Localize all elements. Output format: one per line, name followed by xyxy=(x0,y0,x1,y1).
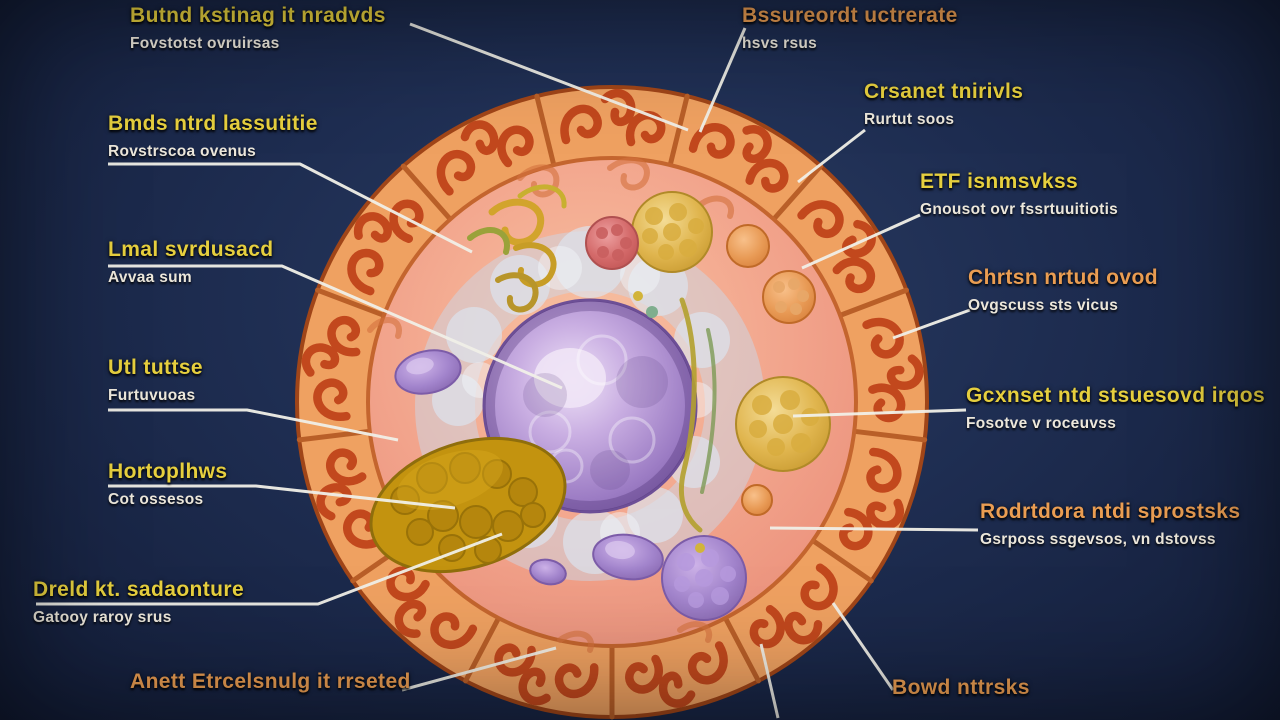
label-l2: Bmds ntrd lassutitie Rovstrscoa ovenus xyxy=(108,112,318,161)
label-subtitle: Rovstrscoa ovenus xyxy=(108,143,257,161)
nucleolus-highlight xyxy=(534,348,606,408)
label-l1: Butnd kstinag it nradvds Fovstotst ovrui… xyxy=(130,4,386,53)
label-title: Gcxnset ntd stsuesovd irqos xyxy=(966,384,1266,407)
label-subtitle: Ovgscuss sts vicus xyxy=(968,297,1119,315)
label-l4: Utl tuttse Furtuvuoas xyxy=(108,356,203,405)
label-subtitle: Avvaa sum xyxy=(108,269,192,287)
label-title: Utl tuttse xyxy=(108,356,203,379)
organelle-gold-sphere-right xyxy=(735,376,831,472)
label-title: Anett Etrcelsnulg it rrseted xyxy=(130,670,411,693)
label-r1: Bssureordt uctrerate hsvs rsus xyxy=(742,4,958,53)
label-subtitle: Gsrposs ssgevsos, vn dstovss xyxy=(980,531,1216,549)
organelle-red-sphere xyxy=(585,216,639,270)
label-l7: Anett Etrcelsnulg it rrseted xyxy=(130,670,411,701)
label-subtitle: Gatooy raroy srus xyxy=(33,609,172,627)
label-r6: Rodrtdora ntdi sprostsks Gsrposs ssgevso… xyxy=(980,500,1240,549)
label-title: Dreld kt. sadaonture xyxy=(33,578,245,601)
label-subtitle: Fosotve v roceuvss xyxy=(966,415,1117,433)
label-r5: Gcxnset ntd stsuesovd irqos Fosotve v ro… xyxy=(966,384,1265,433)
organelle-golden-bean xyxy=(369,436,567,574)
label-title: Bmds ntrd lassutitie xyxy=(108,112,318,135)
label-r3: ETF isnmsvkss Gnousot ovr fssrtuuitiotis xyxy=(920,170,1118,219)
label-l3: Lmal svrdusacd Avvaa sum xyxy=(108,238,274,287)
organelle-gold-sphere-top xyxy=(631,191,713,273)
small-dots xyxy=(633,291,705,553)
label-title: Bowd nttrsks xyxy=(892,676,1030,699)
label-r2: Crsanet tnirivls Rurtut soos xyxy=(864,80,1023,129)
label-title: ETF isnmsvkss xyxy=(920,170,1079,193)
label-subtitle: Furtuvuoas xyxy=(108,387,196,405)
label-title: Crsanet tnirivls xyxy=(864,80,1024,103)
label-l6: Dreld kt. sadaonture Gatooy raroy srus xyxy=(33,578,244,627)
organelle-purple-ovals xyxy=(394,349,664,586)
label-title: Chrtsn nrtud ovod xyxy=(968,266,1158,289)
label-title: Bssureordt uctrerate xyxy=(742,4,958,27)
label-subtitle: Rurtut soos xyxy=(864,111,955,129)
leader-lines xyxy=(36,22,979,719)
label-l5: Hortoplhws Cot ossesos xyxy=(108,460,228,509)
label-subtitle: Fovstotst ovruirsas xyxy=(130,35,280,53)
label-title: Butnd kstinag it nradvds xyxy=(130,4,386,27)
label-title: Rodrtdora ntdi sprostsks xyxy=(980,500,1241,523)
label-subtitle: hsvs rsus xyxy=(742,35,818,53)
organelle-purple-bumpy-sphere xyxy=(661,535,747,621)
label-title: Hortoplhws xyxy=(108,460,228,483)
label-r4: Chrtsn nrtud ovod Ovgscuss sts vicus xyxy=(968,266,1158,315)
label-subtitle: Cot ossesos xyxy=(108,491,204,509)
label-subtitle: Gnousot ovr fssrtuuitiotis xyxy=(920,201,1119,219)
label-title: Lmal svrdusacd xyxy=(108,238,274,261)
label-r7: Bowd nttrsks xyxy=(892,676,1030,707)
golgi-strands xyxy=(467,184,717,533)
organelle-orange-spheres xyxy=(726,224,816,516)
